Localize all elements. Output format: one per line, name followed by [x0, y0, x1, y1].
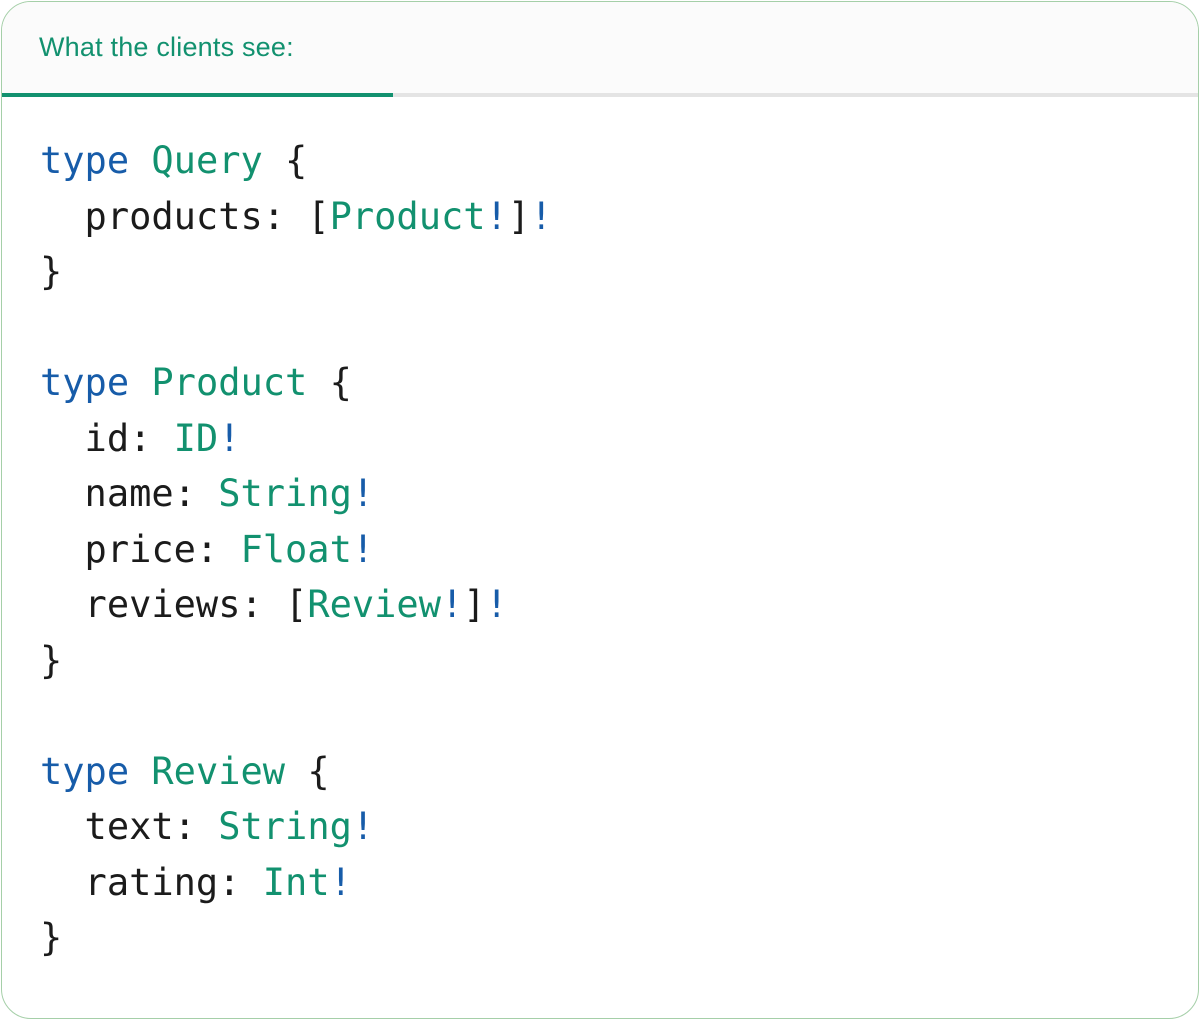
code-line: type Product {	[40, 355, 1174, 411]
code-token: !	[485, 194, 508, 238]
code-line: }	[40, 910, 1174, 966]
code-token: String	[218, 805, 352, 848]
code-line: id: ID!	[40, 411, 1174, 467]
code-token: }	[40, 916, 63, 959]
code-token: Product	[151, 361, 308, 404]
code-line: }	[40, 244, 1174, 300]
code-token: Int	[262, 860, 330, 904]
code-token: {	[307, 361, 352, 404]
code-token: text:	[40, 805, 219, 848]
code-token: Review	[307, 583, 441, 626]
code-line: }	[40, 633, 1174, 689]
tab-what-clients-see[interactable]: What the clients see:	[2, 2, 393, 97]
code-token: type	[40, 139, 130, 182]
code-token: ]	[463, 583, 486, 626]
code-token: !	[218, 416, 241, 460]
code-token: !	[351, 472, 375, 515]
code-token: }	[40, 250, 63, 293]
code-line: type Query {	[40, 133, 1174, 189]
code-token: products: [	[40, 194, 330, 238]
code-token: !	[485, 583, 508, 626]
code-line	[40, 300, 1174, 356]
code-token: !	[440, 583, 464, 626]
code-token: id:	[40, 416, 174, 460]
code-line: price: Float!	[40, 522, 1174, 578]
code-token: Float	[240, 527, 352, 571]
code-line: reviews: [Review!]!	[40, 577, 1174, 633]
code-token: {	[285, 749, 330, 793]
code-token: !	[351, 805, 375, 848]
code-token: reviews: [	[40, 583, 308, 626]
code-token: rating:	[40, 860, 263, 904]
code-token	[129, 750, 151, 793]
code-token: !	[530, 194, 553, 238]
code-token: price:	[40, 527, 241, 571]
code-token: ]	[507, 194, 531, 238]
code-token: Query	[151, 139, 263, 182]
code-token: type	[40, 361, 130, 404]
tab-label: What the clients see:	[39, 32, 294, 62]
code-token: }	[40, 638, 63, 682]
code-token: name:	[40, 472, 219, 515]
panel-header: What the clients see:	[2, 2, 1198, 97]
code-token	[129, 361, 151, 404]
code-token: !	[351, 527, 375, 571]
code-line: products: [Product!]!	[40, 189, 1174, 245]
code-line	[40, 688, 1174, 744]
code-token: Product	[329, 194, 486, 238]
code-token: {	[262, 139, 308, 182]
code-token	[129, 139, 151, 182]
code-line: text: String!	[40, 799, 1174, 855]
code-token: ID	[173, 416, 219, 460]
code-line: rating: Int!	[40, 855, 1174, 911]
code-token: String	[218, 472, 352, 515]
code-token: Review	[151, 749, 286, 793]
code-line: name: String!	[40, 466, 1174, 522]
code-line: type Review {	[40, 744, 1174, 800]
code-token: !	[329, 860, 352, 904]
code-block: type Query { products: [Product!]!} type…	[2, 97, 1198, 966]
code-token: type	[40, 749, 130, 793]
